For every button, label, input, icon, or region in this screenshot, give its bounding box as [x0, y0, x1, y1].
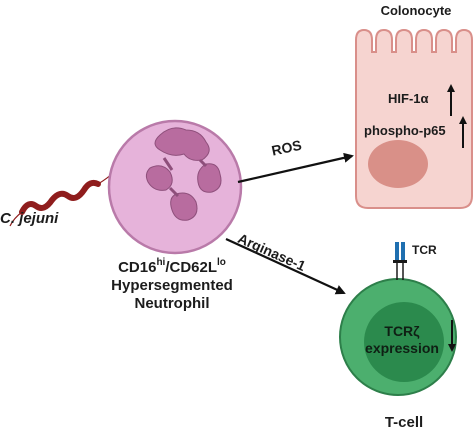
colonocyte-cell	[355, 28, 473, 209]
colonocyte-title: Colonocyte	[380, 3, 452, 18]
neutrophil-type-label: Hypersegmented	[111, 277, 233, 294]
segmented-nucleus	[145, 127, 222, 221]
t-cell	[339, 278, 457, 396]
tcr-zeta-expression-label: expression	[365, 340, 439, 356]
tcr-label: TCR	[412, 243, 437, 257]
ros-arrow	[237, 152, 354, 184]
neutrophil-marker-label: CD16hi/CD62Llo	[118, 257, 226, 277]
bacterium-label: C. jejuni	[0, 210, 59, 227]
tcell-title: T-cell	[384, 414, 424, 431]
tcr-receptor	[393, 242, 407, 280]
neutrophil-name-label: Neutrophil	[134, 295, 210, 312]
arginase-arrow	[225, 237, 346, 295]
tcr-zeta-label: TCRζ	[384, 323, 420, 339]
hif-label: HIF-1α	[388, 91, 429, 106]
neutrophil-cell	[107, 119, 243, 255]
phospho-p65-label: phospho-p65	[364, 123, 446, 138]
colonocyte-nucleus	[368, 140, 428, 188]
